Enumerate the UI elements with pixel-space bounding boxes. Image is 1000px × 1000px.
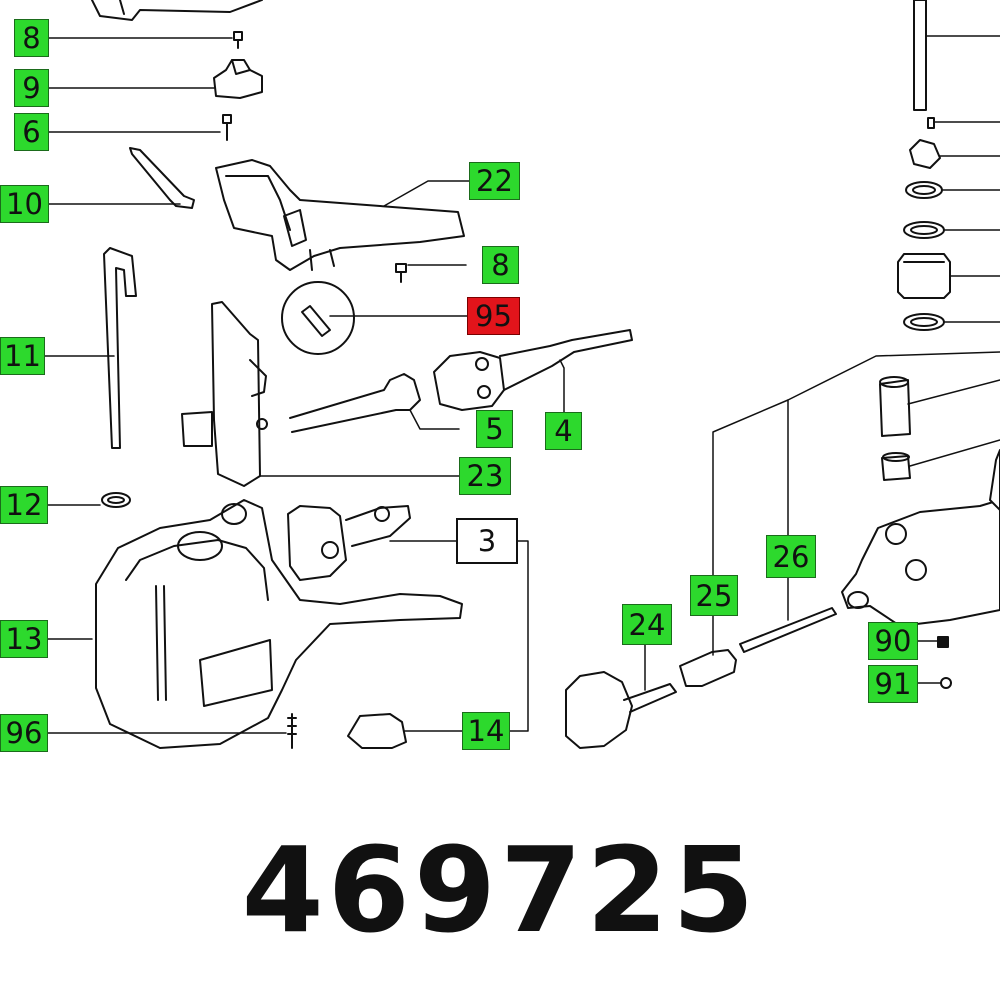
- callout-12: 12: [0, 486, 48, 524]
- callout-11: 11: [0, 337, 45, 375]
- oring-part-12: [101, 492, 131, 508]
- pin-part-95: [281, 281, 355, 355]
- router-base-fragment: [841, 449, 1000, 627]
- callout-8: 8: [14, 19, 49, 57]
- clamp-part-14: [347, 713, 407, 749]
- screw-part-6: [222, 114, 232, 141]
- switch-part-3: [287, 505, 411, 581]
- shaft-part-26: [739, 607, 837, 653]
- callout-24: 24: [622, 604, 672, 645]
- callout-22: 22: [469, 162, 520, 200]
- switch-cover-part-23: [181, 301, 268, 487]
- leader-lines: [44, 35, 1000, 734]
- callout-9: 9: [14, 69, 49, 107]
- screw-part-8: [233, 31, 243, 49]
- handle-cover-part-22: [215, 159, 465, 271]
- callout-26: 26: [766, 535, 816, 578]
- callout-5: 5: [476, 410, 513, 448]
- callout-10: 10: [0, 185, 49, 223]
- part-number: 469725: [241, 821, 759, 959]
- callout-6: 6: [14, 113, 49, 151]
- rod-part-11: [103, 247, 137, 449]
- callout-23: 23: [459, 457, 511, 495]
- callout-13: 13: [0, 620, 48, 658]
- callout-91: 91: [868, 665, 918, 703]
- cable-assembly-part-5-4: [289, 329, 633, 433]
- upper-housing-fragment: [91, 0, 263, 21]
- callout-90: 90: [868, 622, 918, 660]
- callout-4: 4: [545, 412, 582, 450]
- exploded-parts-diagram: [44, 0, 1000, 749]
- callout-95: 95: [467, 297, 520, 335]
- nut-part-90: [937, 636, 949, 648]
- column-stack-parts: [897, 0, 951, 331]
- callout-96: 96: [0, 714, 48, 752]
- knob-part-24: [565, 671, 677, 749]
- callout-14: 14: [462, 712, 510, 750]
- bushing-parts: [879, 376, 911, 481]
- ball-part-91: [940, 677, 952, 689]
- coupling-part-25: [679, 649, 737, 687]
- callout-3: 3: [456, 518, 518, 564]
- lever-part-10: [129, 147, 195, 209]
- callout-25: 25: [690, 575, 738, 616]
- screw-part-8b: [395, 263, 407, 283]
- callout-8b: 8: [482, 246, 519, 284]
- spring-part-96: [287, 713, 297, 749]
- motor-housing-part-13: [95, 499, 463, 749]
- clip-part-9: [213, 59, 263, 99]
